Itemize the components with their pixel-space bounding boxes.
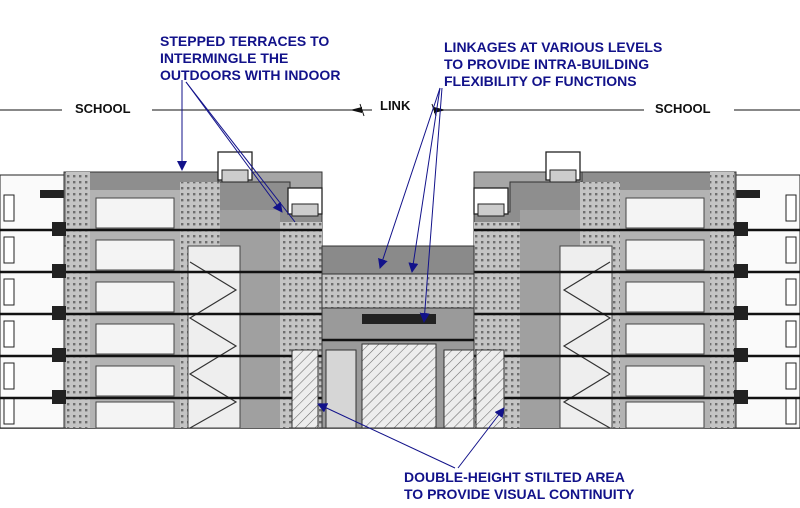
left-school-block [0, 151, 323, 429]
left-outer-wing [0, 174, 65, 429]
zone-label-link: LINK [380, 98, 411, 113]
annotation-terraces-line-2: INTERMINGLE THE [160, 50, 288, 66]
annotation-linkages: LINKAGES AT VARIOUS LEVELS TO PROVIDE IN… [444, 39, 662, 89]
annotation-stilted-line-2: TO PROVIDE VISUAL CONTINUITY [404, 486, 635, 502]
annotation-terraces-line-3: OUTDOORS WITH INDOOR [160, 67, 340, 83]
annotation-linkages-line-3: FLEXIBILITY OF FUNCTIONS [444, 73, 637, 89]
annotation-leaders [177, 80, 505, 469]
annotation-linkages-line-1: LINKAGES AT VARIOUS LEVELS [444, 39, 662, 55]
annotation-stilted-line-1: DOUBLE-HEIGHT STILTED AREA [404, 469, 625, 485]
annotation-terraces: STEPPED TERRACES TO INTERMINGLE THE OUTD… [160, 33, 340, 83]
zone-dimension-line [0, 98, 800, 118]
annotation-linkages-line-2: TO PROVIDE INTRA-BUILDING [444, 56, 649, 72]
building-section [0, 151, 800, 429]
annotation-terraces-line-1: STEPPED TERRACES TO [160, 33, 329, 49]
zone-label-school-right: SCHOOL [655, 101, 711, 116]
annotation-stilted: DOUBLE-HEIGHT STILTED AREA TO PROVIDE VI… [404, 469, 635, 502]
link-block [291, 245, 505, 429]
right-outer-wing [735, 174, 800, 429]
zone-label-school-left: SCHOOL [75, 101, 131, 116]
